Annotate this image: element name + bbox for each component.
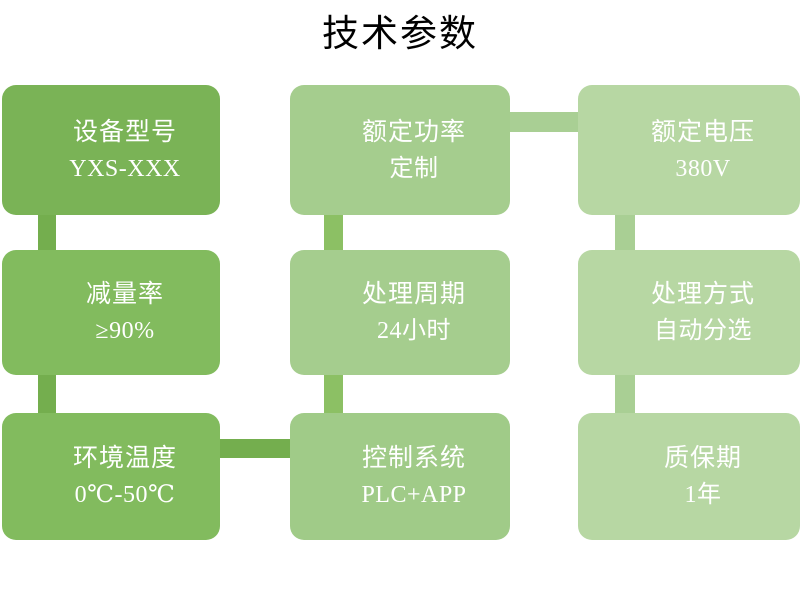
card-device-model[interactable]: 设备型号 YXS-XXX xyxy=(2,85,220,215)
card-ambient-temp-label: 环境温度 xyxy=(72,445,177,472)
card-warranty-label: 质保期 xyxy=(663,445,742,472)
card-ambient-temp-value: 0℃-50℃ xyxy=(74,482,176,508)
card-treatment-cycle-text: 处理周期 24小时 xyxy=(362,279,466,346)
card-warranty[interactable]: 质保期 1年 xyxy=(578,413,800,540)
card-reduction-rate-value: ≥90% xyxy=(95,318,155,344)
card-treatment-cycle[interactable]: 处理周期 24小时 xyxy=(290,250,510,375)
card-rated-power-label: 额定功率 xyxy=(361,118,466,146)
card-control-system-value: PLC+APP xyxy=(361,482,467,508)
card-control-system-label: 控制系统 xyxy=(361,445,466,472)
card-control-system-text: 控制系统 PLC+APP xyxy=(361,443,466,510)
card-reduction-rate[interactable]: 减量率 ≥90% xyxy=(2,250,220,375)
card-rated-power-value: 定制 xyxy=(389,155,439,182)
card-device-model-label: 设备型号 xyxy=(72,118,177,146)
card-reduction-rate-text: 减量率 ≥90% xyxy=(86,279,164,346)
card-reduction-rate-label: 减量率 xyxy=(85,281,164,308)
card-rated-voltage[interactable]: 额定电压 380V xyxy=(578,85,800,215)
page-title: 技术参数 xyxy=(322,14,478,55)
card-device-model-text: 设备型号 YXS-XXX xyxy=(69,117,181,184)
card-warranty-value: 1年 xyxy=(684,482,722,508)
card-ambient-temp-text: 环境温度 0℃-50℃ xyxy=(73,443,177,510)
card-rated-voltage-text: 额定电压 380V xyxy=(651,117,755,184)
card-treatment-mode-value: 自动分选 xyxy=(653,318,752,344)
card-control-system[interactable]: 控制系统 PLC+APP xyxy=(290,413,510,540)
card-treatment-cycle-value: 24小时 xyxy=(376,318,451,344)
card-rated-voltage-label: 额定电压 xyxy=(650,118,755,146)
card-treatment-mode-text: 处理方式自动分选 xyxy=(651,279,755,346)
card-rated-power-text: 额定功率定制 xyxy=(362,117,466,184)
card-treatment-cycle-label: 处理周期 xyxy=(361,281,466,308)
card-rated-voltage-value: 380V xyxy=(675,155,731,182)
card-treatment-mode-label: 处理方式 xyxy=(650,281,755,308)
card-device-model-value: YXS-XXX xyxy=(69,155,181,182)
card-ambient-temp[interactable]: 环境温度 0℃-50℃ xyxy=(2,413,220,540)
card-treatment-mode[interactable]: 处理方式自动分选 xyxy=(578,250,800,375)
card-warranty-text: 质保期 1年 xyxy=(664,443,742,510)
card-rated-power[interactable]: 额定功率定制 xyxy=(290,85,510,215)
